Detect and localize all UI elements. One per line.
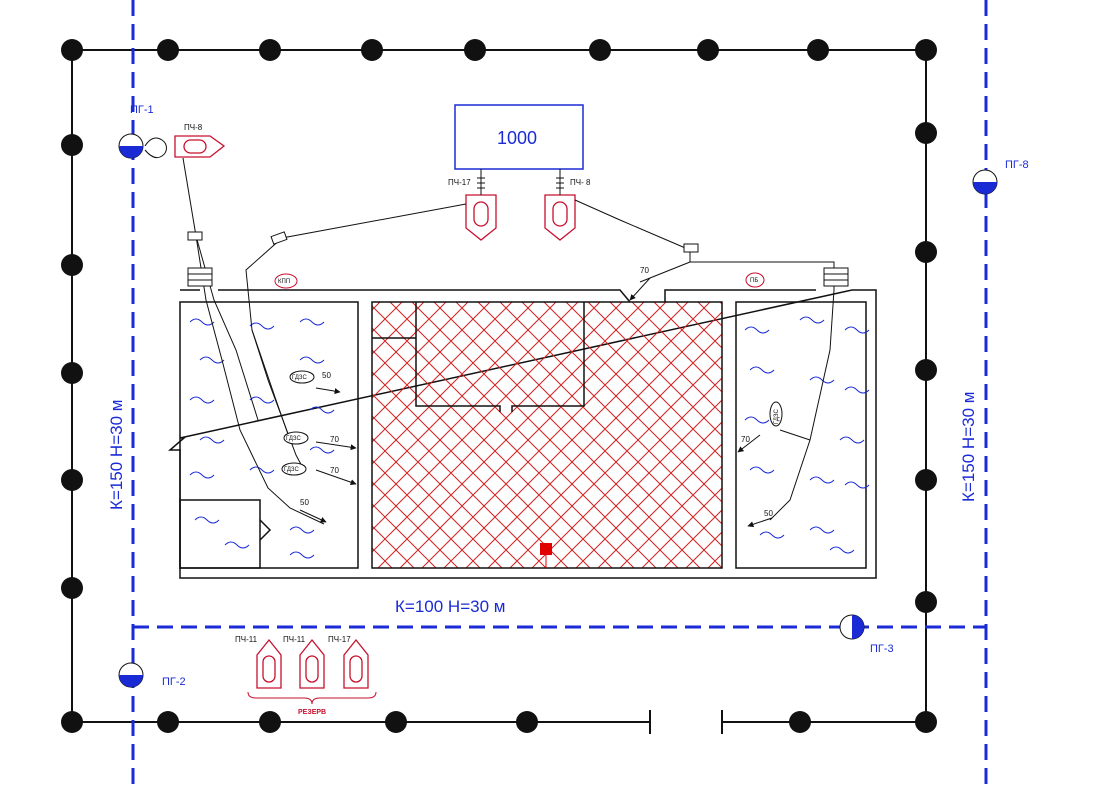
fire-truck-t2-label: ПЧ-17: [448, 178, 471, 187]
hydrant-pg1: ПГ-1: [118, 104, 154, 159]
main-right-label: К=150 Н=30 м: [959, 392, 978, 502]
fire-truck-t1: ПЧ-8: [144, 123, 226, 159]
reserve-label: РЕЗЕРВ: [298, 709, 326, 716]
fire-truck-t3-label: ПЧ- 8: [570, 178, 591, 187]
nozzle-label-n6: 70: [741, 435, 750, 444]
nozzle-label-n1: 50: [322, 371, 331, 380]
reserve-truck-r1-label: ПЧ-11: [235, 635, 258, 644]
nozzle-label-n4: 50: [300, 498, 309, 507]
water-waves: [189, 316, 870, 559]
equipment-tags: КПП ПБ ГДЗС ГДЗС ГДЗС ГДЗС: [274, 272, 783, 476]
nozzle-label-n2: 70: [330, 435, 339, 444]
nozzle-label-n3: 70: [330, 466, 339, 475]
fire-truck-t2: ПЧ-17: [448, 169, 497, 241]
water-tank: 1000: [454, 104, 584, 170]
hydrant-pg1-label: ПГ-1: [130, 104, 154, 116]
pb-label: ПБ: [750, 278, 758, 284]
hydrant-pg3: ПГ-3: [839, 614, 894, 655]
nozzle-label-n7: 50: [764, 509, 773, 518]
reserve-truck-r3-label: ПЧ-17: [328, 635, 351, 644]
nozzle-arrows: [299, 277, 773, 528]
perimeter-fence: [61, 39, 937, 734]
main-left-label: К=150 Н=30 м: [107, 400, 126, 510]
fence-posts: [61, 39, 937, 733]
hydrant-pg8: ПГ-8: [972, 159, 1029, 195]
hydrant-pg8-label: ПГ-8: [1005, 159, 1029, 171]
kpp-label: КПП: [278, 279, 290, 285]
reserve-trucks: ПЧ-11 ПЧ-11 ПЧ-17 РЕЗЕРВ: [235, 635, 377, 716]
building: [167, 289, 877, 579]
nozzle-label-n5: 70: [640, 266, 649, 275]
gdzs4-label: ГДЗС: [774, 409, 780, 424]
hose-lines: [182, 157, 835, 525]
fire-truck-t1-label: ПЧ-8: [184, 123, 203, 132]
hydrant-pg3-label: ПГ-3: [870, 643, 894, 655]
gdzs3-label: ГДЗС: [284, 467, 299, 473]
main-bottom-label: К=100 Н=30 м: [395, 597, 505, 616]
fire-zone: [371, 301, 723, 569]
hydrant-pg2-label: ПГ-2: [162, 676, 186, 688]
reserve-truck-r2-label: ПЧ-11: [283, 635, 306, 644]
hydrant-pg2: ПГ-2: [118, 662, 186, 688]
gdzs1-label: ГДЗС: [292, 375, 307, 381]
branch-fittings: [187, 231, 849, 287]
fire-truck-t3: ПЧ- 8: [544, 169, 591, 241]
gdzs2-label: ГДЗС: [286, 436, 301, 442]
water-tank-volume: 1000: [497, 128, 537, 148]
